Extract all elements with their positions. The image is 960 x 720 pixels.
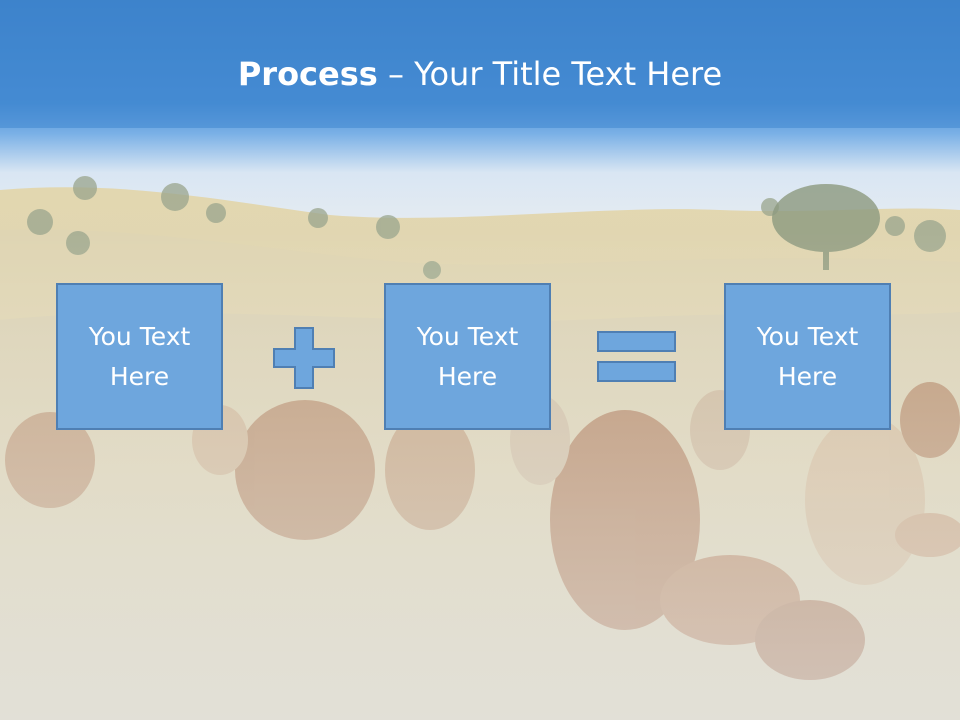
text-box-1[interactable]: You Text Here <box>56 283 223 430</box>
text-box-2-label: You Text Here <box>416 321 519 391</box>
plus-icon <box>273 327 335 389</box>
text-box-3[interactable]: You Text Here <box>724 283 891 430</box>
title-rest-text: – Your Title Text Here <box>377 55 723 93</box>
equals-icon <box>597 331 676 382</box>
text-box-3-label: You Text Here <box>756 321 859 391</box>
slide-title: Process – Your Title Text Here <box>0 52 960 96</box>
title-bold-text: Process <box>237 55 378 93</box>
text-box-2[interactable]: You Text Here <box>384 283 551 430</box>
text-box-1-label: You Text Here <box>88 321 191 391</box>
